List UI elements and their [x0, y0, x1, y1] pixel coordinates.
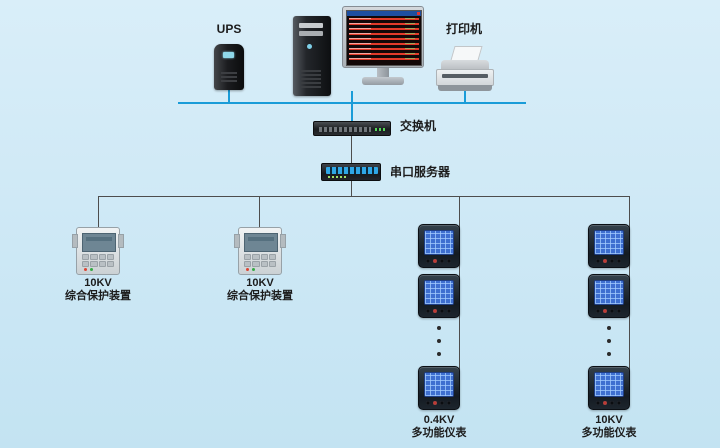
protection-screen-text	[248, 237, 274, 241]
protection1-drop-line	[98, 196, 99, 227]
switch-label: 交换机	[400, 119, 437, 133]
monitor-neck	[377, 68, 389, 77]
meter	[588, 224, 630, 268]
meter	[588, 366, 630, 410]
vertical-ellipsis	[437, 326, 441, 356]
distribution-bus-line	[98, 196, 630, 197]
drive-bay	[299, 23, 323, 28]
power-button	[307, 44, 312, 49]
ups-device	[214, 44, 244, 90]
top-bus-line	[178, 102, 526, 104]
meter	[418, 366, 460, 410]
ups-drop-line	[228, 89, 230, 102]
serial-to-bus-line	[351, 181, 352, 196]
meters2-name: 多功能仪表	[581, 427, 637, 439]
protection1-name: 综合保护装置	[65, 290, 131, 302]
monitor-screen	[346, 10, 422, 66]
serial-server-ports	[326, 167, 378, 174]
serial-server-label: 串口服务器	[390, 165, 451, 179]
switch-to-serial-line	[351, 136, 352, 163]
protection-screen	[244, 233, 278, 252]
meters1-kv: 0.4KV	[423, 414, 455, 426]
protection-device-2	[234, 227, 286, 275]
ups-label: UPS	[216, 22, 242, 36]
printer-output-slot	[442, 74, 488, 78]
printer-drop-line	[464, 90, 466, 102]
bus-to-switch-line	[351, 104, 353, 121]
meter	[588, 274, 630, 318]
serial-server-device	[321, 163, 381, 181]
monitor-base	[362, 77, 404, 85]
printer-top	[441, 60, 489, 70]
protection1-kv: 10KV	[84, 277, 112, 289]
drive-bay	[299, 31, 323, 36]
meters1-label: 0.4KV 多功能仪表	[397, 414, 481, 440]
meters2-label: 10KV 多功能仪表	[567, 414, 651, 440]
protection2-drop-line	[259, 196, 260, 227]
computer-drop-line	[351, 91, 353, 102]
monitor	[342, 6, 424, 68]
protection-device-1	[72, 227, 124, 275]
ups-vents	[221, 72, 237, 84]
meter	[418, 274, 460, 318]
screen-data-column	[405, 18, 415, 63]
meters2-kv: 10KV	[595, 414, 623, 426]
meters1-name: 多功能仪表	[411, 427, 467, 439]
protection1-label: 10KV 综合保护装置	[56, 277, 140, 303]
switch-ports	[319, 127, 371, 132]
switch-device	[313, 121, 391, 136]
tower-grill	[301, 70, 321, 88]
printer-base	[438, 85, 492, 91]
protection-screen-text	[86, 237, 112, 241]
protection-screen	[82, 233, 116, 252]
ups-display	[223, 52, 234, 58]
switch-leds	[375, 128, 385, 131]
meter	[418, 224, 460, 268]
computer-tower	[293, 16, 331, 96]
protection2-name: 综合保护装置	[227, 290, 293, 302]
serial-server-leds	[328, 176, 348, 178]
vertical-ellipsis	[607, 326, 611, 356]
printer-label: 打印机	[445, 22, 482, 36]
protection2-label: 10KV 综合保护装置	[218, 277, 302, 303]
protection-leds	[246, 268, 260, 271]
screen-titlebar	[347, 11, 421, 16]
screen-data-column	[349, 18, 371, 63]
protection2-kv: 10KV	[246, 277, 274, 289]
protection-keypad	[82, 254, 114, 267]
protection-keypad	[244, 254, 276, 267]
protection-leds	[84, 268, 98, 271]
printer-device	[436, 46, 494, 91]
screen-close-icon	[417, 12, 420, 15]
